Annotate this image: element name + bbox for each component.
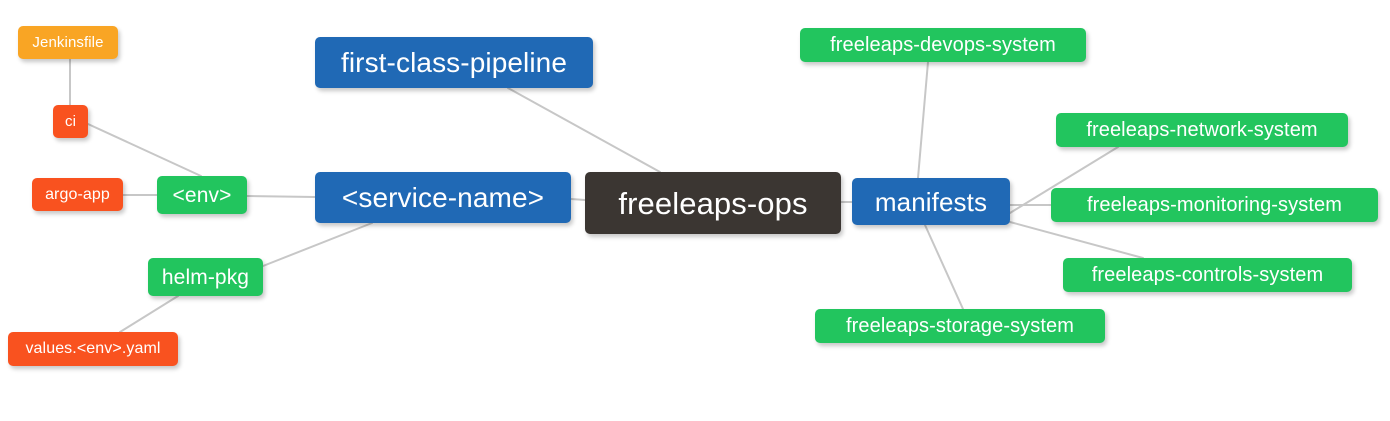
node-argo-app[interactable]: argo-app <box>32 178 123 211</box>
node-freeleaps-devops-system[interactable]: freeleaps-devops-system <box>800 28 1086 62</box>
e-manifests-devops <box>917 61 929 179</box>
e-manifests-controls <box>1009 221 1144 259</box>
node-label-freeleaps-devops-system: freeleaps-devops-system <box>830 34 1056 56</box>
node-label-jenkinsfile: Jenkinsfile <box>32 34 104 51</box>
node-label-freeleaps-controls-system: freeleaps-controls-system <box>1091 264 1324 286</box>
e-env-servicename <box>246 195 316 198</box>
e-manifests-storage <box>924 224 964 310</box>
e-pipeline-ops <box>507 87 661 173</box>
node-first-class-pipeline[interactable]: first-class-pipeline <box>315 37 593 88</box>
node-label-freeleaps-storage-system: freeleaps-storage-system <box>845 315 1075 337</box>
node-values-yaml[interactable]: values.<env>.yaml <box>8 332 178 366</box>
node-manifests[interactable]: manifests <box>852 178 1010 225</box>
node-label-freeleaps-network-system: freeleaps-network-system <box>1086 119 1318 141</box>
e-values-helmpkg <box>119 295 179 333</box>
node-label-manifests: manifests <box>874 186 988 217</box>
node-label-freeleaps-ops: freeleaps-ops <box>618 185 808 221</box>
node-label-service-name: <service-name> <box>341 181 545 213</box>
node-helm-pkg[interactable]: helm-pkg <box>148 258 263 296</box>
node-service-name[interactable]: <service-name> <box>315 172 571 223</box>
node-label-values-yaml: values.<env>.yaml <box>25 340 161 357</box>
e-helmpkg-servicename <box>262 222 373 267</box>
node-jenkinsfile[interactable]: Jenkinsfile <box>18 26 118 59</box>
node-label-first-class-pipeline: first-class-pipeline <box>340 46 568 78</box>
node-freeleaps-controls-system[interactable]: freeleaps-controls-system <box>1063 258 1352 292</box>
node-label-argo-app: argo-app <box>45 185 110 203</box>
node-freeleaps-storage-system[interactable]: freeleaps-storage-system <box>815 309 1105 343</box>
node-freeleaps-ops[interactable]: freeleaps-ops <box>585 172 841 234</box>
node-freeleaps-monitoring-system[interactable]: freeleaps-monitoring-system <box>1051 188 1378 222</box>
e-servicename-ops <box>570 198 586 201</box>
node-ci[interactable]: ci <box>53 105 88 138</box>
e-ci-env <box>87 123 202 177</box>
node-label-ci: ci <box>64 113 77 130</box>
node-freeleaps-network-system[interactable]: freeleaps-network-system <box>1056 113 1348 147</box>
node-label-env: <env> <box>172 183 232 207</box>
node-label-freeleaps-monitoring-system: freeleaps-monitoring-system <box>1086 194 1342 216</box>
node-env[interactable]: <env> <box>157 176 247 214</box>
node-label-helm-pkg: helm-pkg <box>161 265 250 289</box>
